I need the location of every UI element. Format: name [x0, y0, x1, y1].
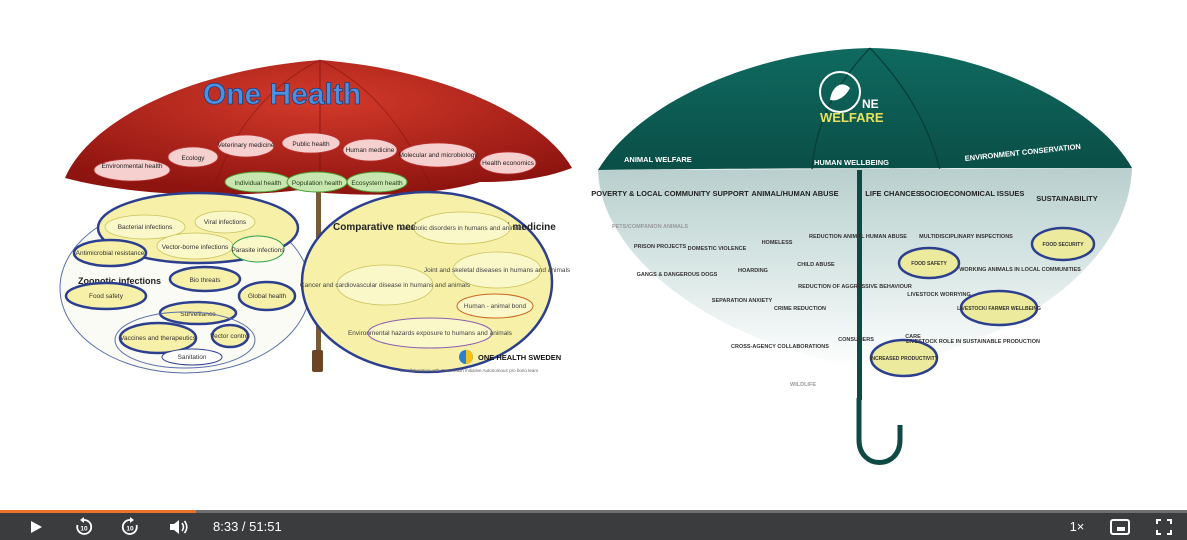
oh-left-label: Parasite infections: [231, 247, 285, 254]
ow-column-header: SOCIOECONOMICAL ISSUES: [920, 189, 1025, 198]
ow-item: LIVESTOCK ROLE IN SUSTAINABLE PRODUCTION: [906, 339, 1040, 345]
oh-left-label: Vaccines and therapeutics: [120, 335, 197, 342]
ow-item: REDUCTION ANIMAL HUMAN ABUSE: [809, 234, 907, 240]
ow-column-header: SUSTAINABILITY: [1036, 194, 1098, 203]
oh-zoonotic-label: Zoonotic infections: [78, 276, 161, 286]
oh-left-label: Sanitation: [178, 354, 207, 361]
playback-speed-button[interactable]: 1×: [1064, 513, 1090, 540]
oh-right-label: Cancer and cardiovascular disease in hum…: [300, 282, 471, 289]
oh-left-cluster: Bacterial infections Viral infections Ve…: [59, 191, 311, 374]
player-control-bar: [0, 510, 1187, 540]
time-display: 8:33 / 51:51: [213, 513, 282, 540]
ow-item: FOOD SAFETY: [911, 261, 947, 267]
ow-highlights: [869, 226, 1096, 378]
ow-item: CONSUMERS: [838, 337, 874, 343]
ow-item: LIVESTOCK WORRYING: [907, 292, 971, 298]
canopy-labels-oh: Environmental health Ecology Veterinary …: [93, 132, 537, 182]
ow-column-header: ANIMAL/HUMAN ABUSE: [751, 189, 838, 198]
oh-left-label: Viral infections: [204, 219, 247, 226]
oh-canopy-label: Molecular and microbiology: [398, 152, 478, 159]
ow-item: WORKING ANIMALS IN LOCAL COMMUNITIES: [959, 267, 1081, 273]
fullscreen-icon: [1156, 518, 1172, 535]
one-welfare-umbrella: [598, 47, 1132, 465]
oh-right-label: Joint and skeletal diseases in humans an…: [424, 267, 571, 274]
ow-item: MULTIDISCIPLINARY INSPECTIONS: [919, 234, 1013, 240]
oh-right-label: Environmental hazards exposure to humans…: [348, 330, 513, 337]
ow-column-header: POVERTY & LOCAL COMMUNITY SUPPORT: [591, 189, 749, 198]
ow-item: CHILD ABUSE: [797, 262, 835, 268]
playback-speed: 1×: [1069, 519, 1085, 534]
progress-bar-fill: [0, 510, 196, 513]
oh-left-label: Antimicrobial resistance: [76, 250, 145, 257]
oh-left-label: Surveillance: [180, 311, 216, 318]
ow-item: PRISON PROJECTS: [634, 244, 687, 250]
ow-item: HOARDING: [738, 268, 768, 274]
oh-left-label: Bacterial infections: [118, 224, 173, 231]
ow-item: REDUCTION OF AGGRESSIVE BEHAVIOUR: [798, 284, 912, 290]
ow-item: DOMESTIC VIOLENCE: [688, 246, 747, 252]
current-time: 8:33: [213, 519, 239, 534]
play-button[interactable]: [24, 513, 48, 540]
ow-item: WILDLIFE: [790, 382, 816, 388]
slide-image: One Health Environmental health Ecology …: [59, 47, 1132, 465]
captions-button[interactable]: [1106, 513, 1134, 540]
fullscreen-button[interactable]: [1152, 513, 1176, 540]
ow-item: LIVESTOCK/ FARMER WELLBEING: [957, 306, 1041, 312]
oh-canopy-label: Environmental health: [101, 163, 162, 170]
middle-labels-oh: Individual health Population health Ecos…: [224, 171, 408, 193]
oh-middle-label: Population health: [292, 180, 343, 187]
oh-canopy-label: Human medicine: [346, 147, 395, 154]
oh-canopy-label: Health economics: [482, 160, 534, 167]
oh-middle-label: Individual health: [235, 180, 282, 187]
ow-item: GANGS & DANGEROUS DOGS: [637, 272, 718, 278]
oh-left-label: Vector-borne infections: [162, 244, 229, 251]
captions-icon: [1110, 518, 1130, 535]
ow-item: INCREASED PRODUCTIVITY: [870, 356, 939, 362]
oh-logo-text: ONE HEALTH SWEDEN: [478, 353, 561, 362]
rewind-10-icon: 10: [76, 516, 93, 535]
oh-left-label: Food safety: [89, 293, 124, 300]
forward-10-button[interactable]: 10: [116, 513, 144, 540]
one-health-sweden-logo: ONE HEALTH SWEDEN: [459, 350, 561, 364]
ow-canopy-label: ANIMAL WELFARE: [624, 155, 692, 164]
oh-left-label: Vector control: [210, 333, 250, 340]
ow-items: PETS/COMPANION ANIMALS PRISON PROJECTS D…: [612, 224, 1084, 388]
ow-item: FOOD SECURITY: [1042, 242, 1084, 248]
oh-canopy-label: Ecology: [181, 155, 205, 162]
oh-right-cluster: Comparative medicine / Translational med…: [300, 190, 571, 374]
forward-10-icon: 10: [121, 516, 138, 535]
oh-right-label: Human - animal bond: [464, 303, 527, 310]
ow-item: SEPARATION ANXIETY: [712, 298, 773, 304]
video-frame[interactable]: One Health Environmental health Ecology …: [0, 0, 1187, 510]
duration: 51:51: [249, 519, 282, 534]
progress-bar[interactable]: [0, 510, 1187, 513]
rewind-10-button[interactable]: 10: [70, 513, 98, 540]
ow-item: HOMELESS: [762, 240, 793, 246]
oh-canopy-label: Public health: [292, 141, 330, 148]
oh-footer-text: In collaboration with One Health Initiat…: [400, 368, 538, 373]
ow-item: CRIME REDUCTION: [774, 306, 826, 312]
oh-right-label: Metabolic disorders in humans and animal…: [399, 225, 525, 232]
ow-canopy-label: HUMAN WELLBEING: [814, 158, 889, 167]
volume-button[interactable]: [166, 513, 192, 540]
oh-canopy-label: Veterinary medicine: [217, 142, 274, 149]
ow-column-header: LIFE CHANCES: [865, 189, 920, 198]
volume-icon: [170, 519, 188, 534]
oh-left-label: Bio threats: [189, 277, 221, 284]
time-separator: /: [238, 519, 250, 534]
ow-item: CARE: [905, 334, 921, 340]
ow-item: PETS/COMPANION ANIMALS: [612, 224, 688, 230]
one-health-title: One Health: [203, 78, 361, 111]
svg-text:10: 10: [80, 525, 88, 532]
ow-column-headers: POVERTY & LOCAL COMMUNITY SUPPORT ANIMAL…: [591, 189, 1098, 203]
ow-logo-welfare: WELFARE: [820, 110, 884, 125]
play-icon: [31, 520, 42, 533]
oh-middle-label: Ecosystem health: [351, 180, 403, 187]
one-welfare-logo: NE WELFARE: [819, 71, 884, 125]
ow-item: CROSS-AGENCY COLLABORATIONS: [731, 344, 829, 350]
ow-logo-ne: NE: [862, 97, 879, 111]
svg-text:10: 10: [126, 525, 134, 532]
oh-left-label: Global health: [248, 293, 287, 300]
